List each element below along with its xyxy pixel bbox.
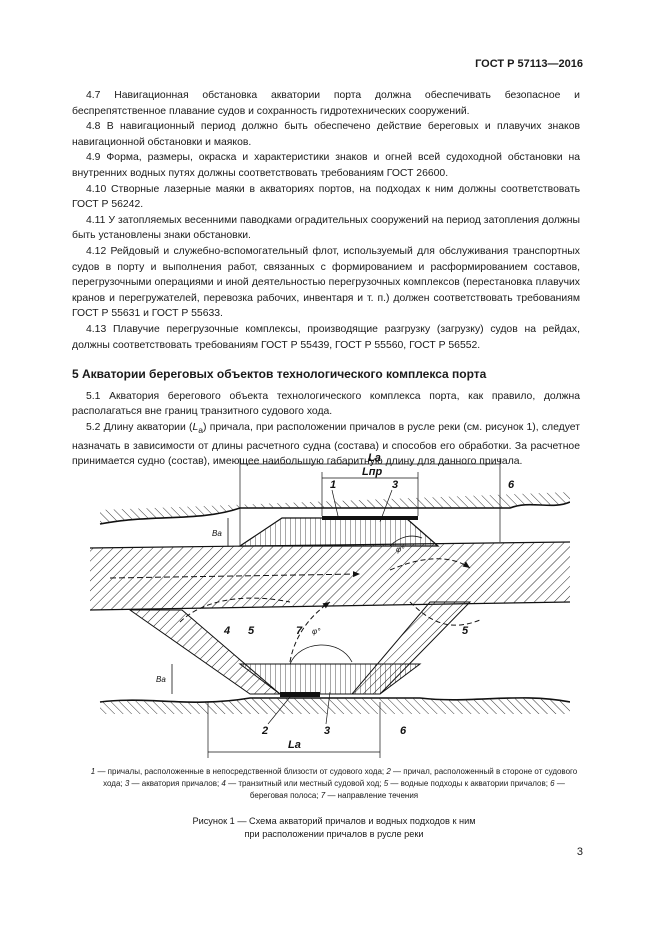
legend-num-3: 3 bbox=[124, 779, 130, 788]
label-5-left: 5 bbox=[248, 625, 255, 637]
label-4: 4 bbox=[223, 625, 230, 637]
body-text: 4.7 Навигационная обстановка акватории п… bbox=[72, 88, 580, 470]
legend-text-7: — направление течения bbox=[325, 791, 419, 800]
paragraph-4-7: 4.7 Навигационная обстановка акватории п… bbox=[72, 90, 580, 117]
channel-edge-bottom bbox=[90, 601, 570, 611]
angle-label-bottom: φ° bbox=[312, 627, 321, 636]
p52-symbol: L bbox=[192, 421, 199, 433]
legend-text-3: — акватория причалов; bbox=[129, 779, 222, 788]
lower-berth-basin bbox=[238, 663, 422, 695]
figure-caption: Рисунок 1 — Схема акваторий причалов и в… bbox=[84, 815, 584, 841]
paragraph-4-8: 4.8 В навигационный период должно быть о… bbox=[72, 121, 580, 148]
leader-2 bbox=[267, 696, 291, 725]
upper-bank-hatching bbox=[100, 492, 570, 524]
caption-line-2: при расположении причалов в русле реки bbox=[244, 829, 424, 839]
label-6-bottom: 6 bbox=[400, 725, 407, 737]
legend-num-6: 6 bbox=[550, 779, 555, 788]
label-3-top: 3 bbox=[392, 479, 398, 491]
paragraph-4-11: 4.11 У затопляемых весенними паводками о… bbox=[72, 214, 580, 242]
angle-arc-top bbox=[389, 535, 423, 547]
dim-top-inner-label: Lпр bbox=[362, 466, 382, 478]
current-arrow-4 bbox=[289, 601, 331, 663]
p52-text-b: ) причала, при расположении причалов в р… bbox=[72, 421, 580, 468]
transit-channel bbox=[90, 542, 570, 610]
approach-left bbox=[128, 609, 282, 695]
legend-text-2: — причал, расположенный в стороне от суд… bbox=[103, 767, 578, 788]
p52-text-a: 5.2 Длину акватории ( bbox=[86, 421, 193, 433]
label-2: 2 bbox=[261, 725, 268, 737]
label-7: 7 bbox=[296, 625, 303, 637]
lower-berth bbox=[280, 692, 320, 697]
dim-top-outer-label: Lа bbox=[368, 452, 381, 464]
paragraph-5-2: 5.2 Длину акватории (Lа) причала, при ра… bbox=[72, 420, 580, 470]
figure-legend: 1 — причалы, расположенные в непосредств… bbox=[84, 766, 584, 802]
upper-berth-basin bbox=[238, 517, 440, 547]
figure-1-diagram: Lа Lпр Bа Bа Lа φ° φ° 1 2 3 3 4 5 bbox=[90, 452, 570, 764]
page-number: 3 bbox=[576, 846, 583, 858]
paragraph-4-12: 4.12 Рейдовый и служебно-вспомогательный… bbox=[72, 245, 580, 320]
current-arrow-1 bbox=[109, 571, 361, 579]
label-3-bottom: 3 bbox=[324, 725, 330, 737]
angle-label-top: φ° bbox=[396, 545, 405, 554]
upper-berth bbox=[322, 516, 418, 520]
legend-text-5: — водные подходы к акватории причалов; bbox=[388, 779, 551, 788]
legend-num-4: 4 bbox=[221, 779, 226, 788]
paragraph-5-1: 5.1 Акватория берегового объекта техноло… bbox=[72, 390, 580, 418]
paragraph-4-13: 4.13 Плавучие перегрузочные комплексы, п… bbox=[72, 323, 580, 351]
lower-bank-hatching bbox=[100, 697, 570, 714]
label-1: 1 bbox=[330, 479, 336, 491]
channel-edge-top bbox=[90, 541, 570, 549]
paragraph-4-9: 4.9 Форма, размеры, окраска и характерис… bbox=[72, 152, 580, 179]
current-arrow-3 bbox=[179, 597, 291, 623]
legend-text-4: — транзитный или местный судовой ход; bbox=[225, 779, 384, 788]
legend-num-2: 2 bbox=[386, 767, 391, 776]
standard-code: ГОСТ Р 57113—2016 bbox=[475, 58, 583, 70]
p52-subscript: а bbox=[198, 424, 204, 435]
current-arrow-2 bbox=[389, 558, 471, 571]
section-heading: 5 Акватории береговых объектов технологи… bbox=[72, 367, 487, 382]
legend-num-5: 5 bbox=[383, 779, 389, 788]
legend-text-6: — береговая полоса; bbox=[249, 779, 565, 800]
caption-line-1: Рисунок 1 — Схема акваторий причалов и в… bbox=[192, 816, 476, 826]
leader-3-bottom bbox=[325, 691, 331, 725]
current-arrow-5 bbox=[409, 601, 481, 626]
paragraph-4-10: 4.10 Створные лазерные маяки в акватория… bbox=[72, 183, 580, 211]
dim-bottom-label: Lа bbox=[288, 739, 301, 751]
leader-1 bbox=[331, 489, 339, 517]
width-bottom-label: Bа bbox=[156, 675, 166, 684]
legend-num-1: 1 bbox=[90, 767, 96, 776]
label-6-top: 6 bbox=[508, 479, 515, 491]
river-berth-scheme: Lа Lпр Bа Bа Lа φ° φ° 1 2 3 3 4 5 bbox=[90, 452, 570, 758]
angle-arc-bottom bbox=[289, 644, 353, 665]
label-5-right: 5 bbox=[462, 625, 469, 637]
leader-3-top bbox=[379, 489, 393, 523]
width-top-label: Bа bbox=[212, 529, 222, 538]
legend-num-7: 7 bbox=[320, 791, 326, 800]
legend-text-1: — причалы, расположенные в непосредствен… bbox=[95, 767, 387, 776]
